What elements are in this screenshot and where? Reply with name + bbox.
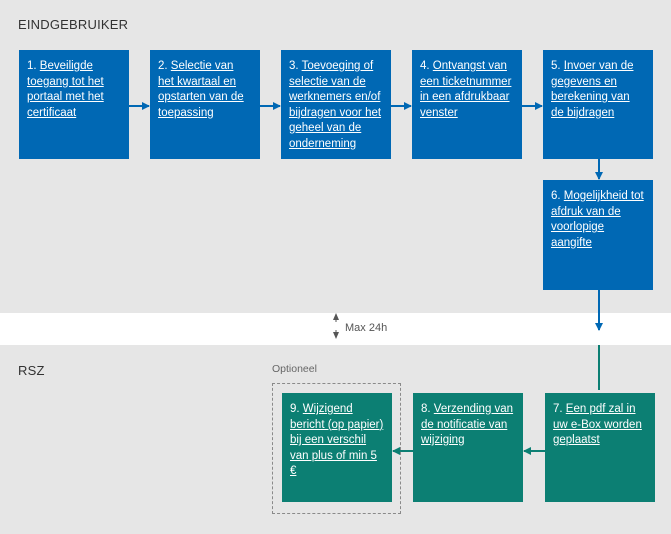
optional-label: Optioneel: [272, 363, 317, 375]
max-24h-label: Max 24h: [345, 322, 388, 334]
lane-label-eindgebruiker: EINDGEBRUIKER: [18, 17, 129, 32]
step-4-link[interactable]: Ontvangst van een ticketnummer in een af…: [420, 60, 512, 119]
step-5-box[interactable]: 5. Invoer van de gegevens en berekening …: [543, 50, 653, 159]
step-1-box[interactable]: 1. Beveiligde toegang tot het portaal me…: [19, 50, 129, 159]
step-7-box[interactable]: 7. Een pdf zal in uw e-Box worden geplaa…: [545, 393, 655, 502]
step-3-number: 3.: [289, 60, 299, 72]
step-7-link[interactable]: Een pdf zal in uw e-Box worden geplaatst: [553, 403, 642, 446]
step-8-number: 8.: [421, 403, 431, 415]
step-5-number: 5.: [551, 60, 561, 72]
step-3-box[interactable]: 3. Toevoeging of selectie van de werknem…: [281, 50, 391, 159]
step-5-link[interactable]: Invoer van de gegevens en berekening van…: [551, 60, 634, 119]
step-1-number: 1.: [27, 60, 37, 72]
step-2-number: 2.: [158, 60, 168, 72]
step-4-number: 4.: [420, 60, 430, 72]
step-9-number: 9.: [290, 403, 300, 415]
step-9-box[interactable]: 9. Wijzigend bericht (op papier) bij een…: [282, 393, 392, 502]
lane-label-rsz: RSZ: [18, 363, 45, 378]
optional-frame: [272, 383, 401, 514]
step-7-number: 7.: [553, 403, 563, 415]
step-8-link[interactable]: Verzending van de notificatie van wijzig…: [421, 403, 514, 446]
step-1-link[interactable]: Beveiligde toegang tot het portaal met h…: [27, 60, 104, 119]
step-4-box[interactable]: 4. Ontvangst van een ticketnummer in een…: [412, 50, 522, 159]
step-2-box[interactable]: 2. Selectie van het kwartaal en opstarte…: [150, 50, 260, 159]
step-2-link[interactable]: Selectie van het kwartaal en opstarten v…: [158, 60, 244, 119]
step-6-link[interactable]: Mogelijkheid tot afdruk van de voorlopig…: [551, 190, 644, 249]
step-9-link[interactable]: Wijzigend bericht (op papier) bij een ve…: [290, 403, 384, 477]
step-8-box[interactable]: 8. Verzending van de notificatie van wij…: [413, 393, 523, 502]
step-6-box[interactable]: 6. Mogelijkheid tot afdruk van de voorlo…: [543, 180, 653, 290]
step-6-number: 6.: [551, 190, 561, 202]
step-3-link[interactable]: Toevoeging of selectie van de werknemers…: [289, 60, 382, 150]
